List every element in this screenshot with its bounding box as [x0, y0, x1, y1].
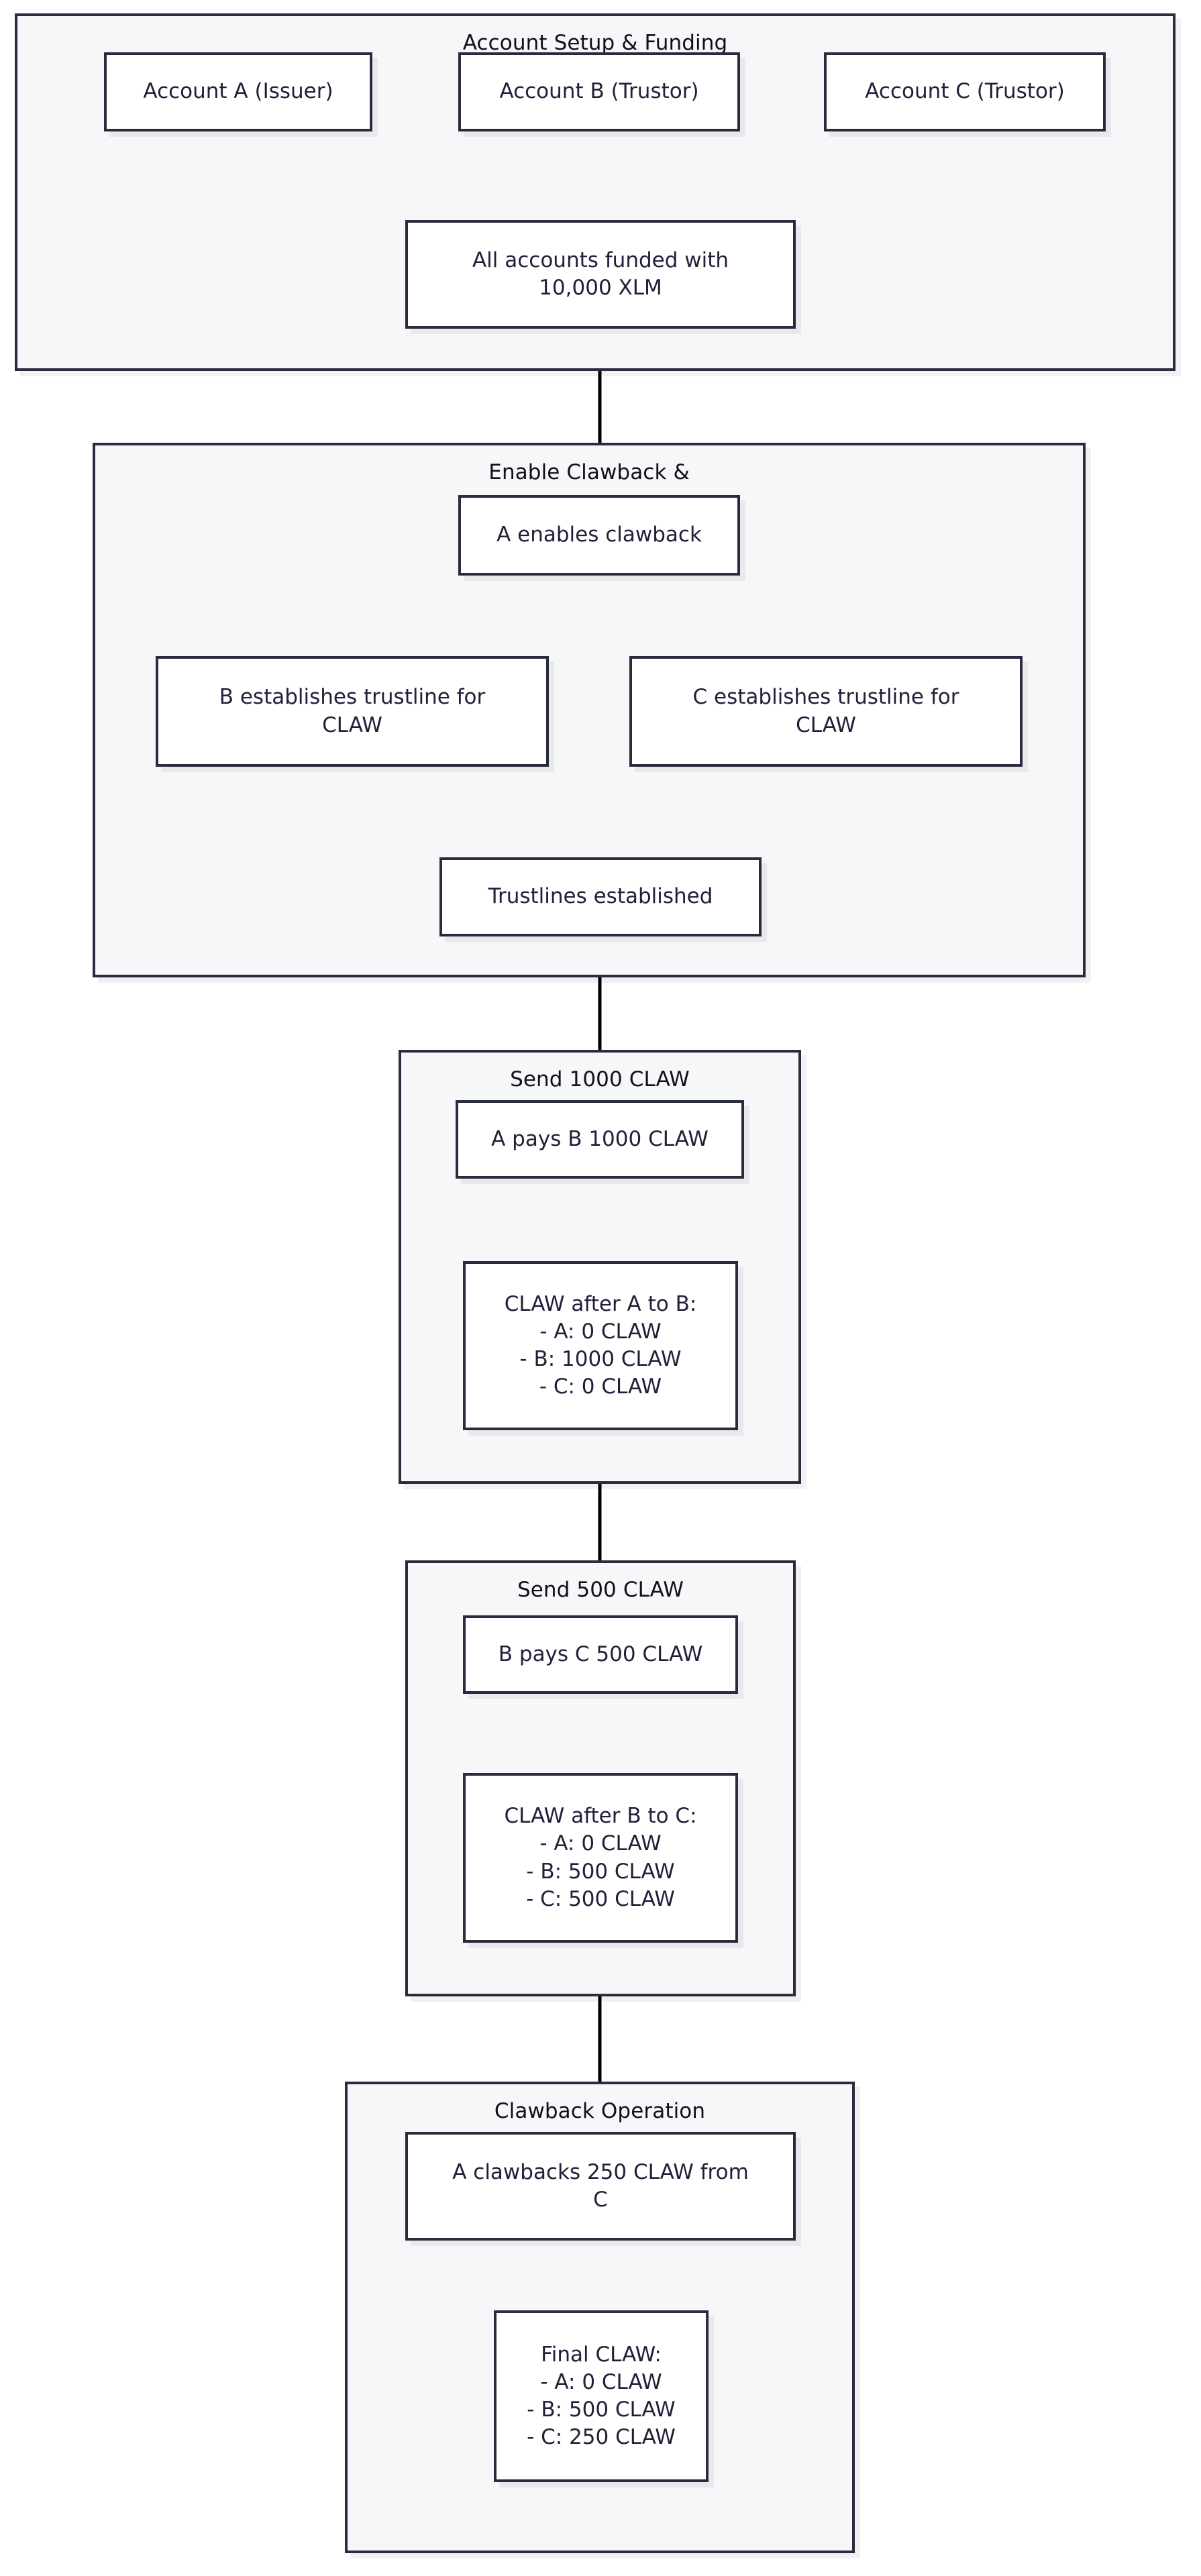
- cluster-title-send-500-claw: Send 500 CLAW: [517, 1578, 684, 1602]
- node-trustlines-established[interactable]: Trustlines established: [439, 857, 762, 936]
- cluster-title-account-setup: Account Setup & Funding: [462, 31, 728, 55]
- cluster-title-enable-clawback: Enable Clawback &: [488, 460, 690, 484]
- node-b-establishes-trustline[interactable]: B establishes trustline for CLAW: [156, 656, 549, 767]
- cluster-title-send-1000-claw: Send 1000 CLAW: [510, 1067, 690, 1091]
- node-a-clawbacks-250[interactable]: A clawbacks 250 CLAW from C: [405, 2132, 796, 2241]
- node-final-balance[interactable]: Final CLAW: - A: 0 CLAW - B: 500 CLAW - …: [494, 2310, 709, 2482]
- node-balance-after-b-to-c[interactable]: CLAW after B to C: - A: 0 CLAW - B: 500 …: [463, 1773, 738, 1943]
- node-account-c[interactable]: Account C (Trustor): [824, 52, 1106, 131]
- node-all-accounts-funded[interactable]: All accounts funded with 10,000 XLM: [405, 220, 796, 329]
- node-a-enables-clawback[interactable]: A enables clawback: [458, 495, 740, 576]
- node-account-b[interactable]: Account B (Trustor): [458, 52, 740, 131]
- node-c-establishes-trustline[interactable]: C establishes trustline for CLAW: [629, 656, 1023, 767]
- node-a-pays-b-1000[interactable]: A pays B 1000 CLAW: [456, 1100, 744, 1179]
- node-b-pays-c-500[interactable]: B pays C 500 CLAW: [463, 1615, 738, 1694]
- node-balance-after-a-to-b[interactable]: CLAW after A to B: - A: 0 CLAW - B: 1000…: [463, 1261, 738, 1430]
- node-account-a[interactable]: Account A (Issuer): [104, 52, 372, 131]
- cluster-title-clawback-operation: Clawback Operation: [494, 2099, 706, 2123]
